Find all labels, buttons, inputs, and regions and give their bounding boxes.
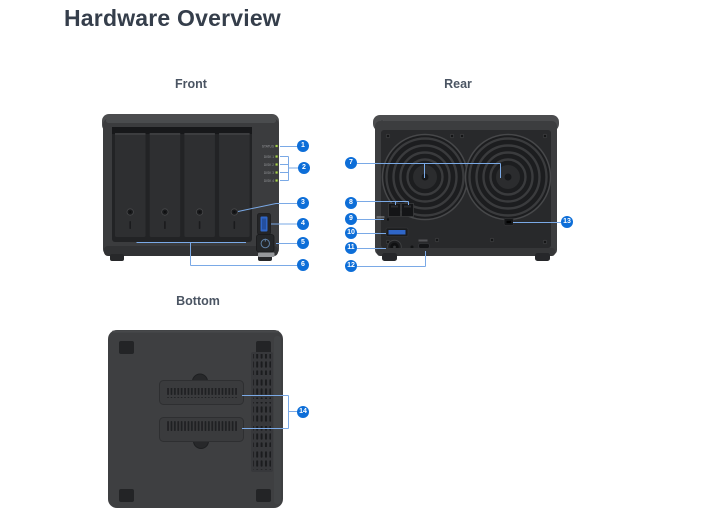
rear-foot-right	[535, 253, 550, 261]
disk1-led-label: DISK 1	[264, 155, 274, 159]
disk3-led-icon	[275, 171, 278, 174]
front-device-illustration: STATUS DISK 1 DISK 2 DISK 3 DISK 4	[102, 114, 279, 261]
disk4-led-icon	[275, 179, 278, 182]
callout-8: 8	[345, 197, 357, 209]
bottom-slot-cover-2	[159, 417, 244, 449]
power-button-icon	[256, 234, 275, 253]
callout-9: 9	[345, 213, 357, 225]
disk2-led-icon	[275, 163, 278, 166]
disk2-led-label: DISK 2	[264, 163, 274, 167]
bottom-foot-tr	[256, 341, 271, 354]
drive-tray-2	[149, 133, 181, 237]
pinhole-icon	[410, 245, 414, 249]
callout-11: 11	[345, 242, 357, 254]
panel-screws	[385, 133, 548, 245]
bottom-foot-tl	[119, 341, 134, 354]
cover-vent-slots	[166, 388, 237, 398]
fan-right-icon	[464, 133, 552, 221]
callout-14: 14	[297, 406, 309, 418]
disk3-led-label: DISK 3	[264, 171, 274, 175]
rear-bottom-edge	[377, 248, 555, 256]
front-led-panel: STATUS DISK 1 DISK 2 DISK 3 DISK 4	[262, 144, 278, 183]
callout-13: 13	[561, 216, 573, 228]
drive-tray-3	[184, 133, 215, 237]
section-label-bottom: Bottom	[176, 294, 220, 308]
front-usb-port-icon	[257, 213, 271, 235]
expansion-port-icon	[418, 239, 430, 249]
side-vent-grille	[251, 352, 273, 472]
callout-10: 10	[345, 227, 357, 239]
status-led-label: STATUS	[262, 144, 274, 148]
section-label-front: Front	[175, 77, 207, 91]
callout-12: 12	[345, 260, 357, 272]
bottom-slot-cover-1	[159, 373, 244, 405]
reset-button-icon	[376, 216, 390, 221]
callout-2: 2	[298, 162, 310, 174]
bottom-foot-br	[256, 489, 271, 502]
rear-usb-port-icon	[385, 227, 409, 237]
drive-tray-1	[115, 133, 146, 237]
callout-1: 1	[297, 140, 309, 152]
model-badge	[258, 252, 275, 257]
callout-5: 5	[297, 237, 309, 249]
section-label-rear: Rear	[444, 77, 472, 91]
lan-port-1-icon	[388, 203, 401, 217]
front-foot-left	[110, 254, 124, 261]
leader-line-2	[280, 156, 298, 181]
rear-device-illustration	[373, 115, 559, 261]
bottom-device-illustration	[108, 330, 283, 508]
disk1-led-icon	[275, 155, 278, 158]
status-led-icon	[275, 144, 278, 148]
disk4-led-label: DISK 4	[264, 179, 274, 183]
lan-port-2-icon	[401, 203, 414, 217]
callout-6: 6	[297, 259, 309, 271]
rear-foot-left	[382, 253, 397, 261]
cover-vent-slots	[166, 421, 237, 431]
callout-7: 7	[345, 157, 357, 169]
drive-tray-4	[219, 133, 250, 237]
bottom-foot-bl	[119, 489, 134, 502]
drive-bay-recess	[112, 127, 252, 242]
kensington-lock-slot-icon	[503, 218, 514, 226]
callout-4: 4	[297, 218, 309, 230]
callout-3: 3	[297, 197, 309, 209]
front-chin	[104, 246, 278, 256]
page-title: Hardware Overview	[64, 5, 281, 31]
